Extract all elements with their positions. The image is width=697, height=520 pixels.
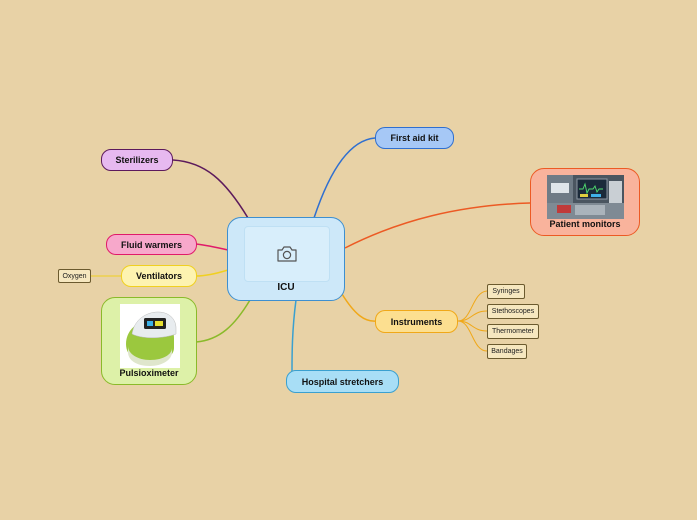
subtopic-label: Oxygen <box>62 272 87 280</box>
subtopic-label: Stethoscopes <box>491 308 535 315</box>
subtopic-label: Bandages <box>491 348 523 355</box>
subtopic-thermometer[interactable]: Thermometer <box>487 324 539 339</box>
central-topic[interactable]: ICU <box>227 217 345 301</box>
pulse-oximeter-image <box>120 304 180 368</box>
connector-patient-monitors <box>344 202 531 249</box>
topic-label: Ventilators <box>135 271 182 281</box>
camera-icon <box>277 246 297 262</box>
connector-hospital-stretchers <box>291 299 297 373</box>
subtopic-stethoscopes[interactable]: Stethoscopes <box>487 304 539 319</box>
instrument-branches <box>457 290 488 352</box>
topic-label: Instruments <box>390 316 443 327</box>
subtopic-bandages[interactable]: Bandages <box>487 344 527 359</box>
connector-instruments <box>341 293 377 322</box>
topic-sterilizers[interactable]: Sterilizers <box>101 149 173 171</box>
topic-first-aid-kit[interactable]: First aid kit <box>375 127 454 149</box>
topic-label: Patient monitors <box>549 219 621 229</box>
subtopic-label: Syringes <box>492 288 520 295</box>
connector-sterilizers <box>172 159 249 219</box>
topic-hospital-stretchers[interactable]: Hospital stretchers <box>286 370 399 393</box>
topic-label: Hospital stretchers <box>301 376 384 387</box>
topic-label: Pulsioximeter <box>119 368 179 378</box>
subtopic-syringes[interactable]: Syringes <box>487 284 525 299</box>
subtopic-oxygen[interactable]: Oxygen <box>58 269 91 283</box>
connector-pulsioximeter <box>195 299 251 343</box>
connector-first-aid-kit <box>313 137 376 219</box>
topic-pulsioximeter[interactable]: Pulsioximeter <box>101 297 197 385</box>
topic-fluid-warmers[interactable]: Fluid warmers <box>106 234 197 255</box>
topic-label: Fluid warmers <box>120 239 183 250</box>
image-placeholder <box>244 226 330 282</box>
topic-instruments[interactable]: Instruments <box>375 310 458 333</box>
topic-label: First aid kit <box>390 133 439 143</box>
patient-monitor-image <box>547 175 624 219</box>
central-topic-title: ICU <box>277 282 295 293</box>
subtopic-label: Thermometer <box>491 328 534 335</box>
topic-ventilators[interactable]: Ventilators <box>121 265 197 287</box>
connector-ventilators <box>195 269 229 277</box>
connector-fluid-warmers <box>195 243 229 251</box>
topic-patient-monitors[interactable]: Patient monitors <box>530 168 640 236</box>
topic-label: Sterilizers <box>115 155 159 165</box>
